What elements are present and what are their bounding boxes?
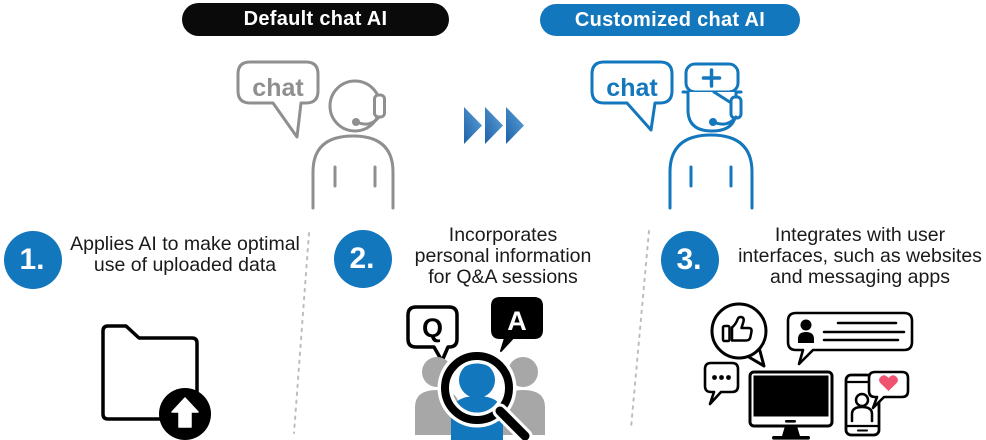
step-1-description: Applies AI to make optimal use of upload… [60,234,310,276]
gray-chat-bubble [236,60,320,139]
dot [719,375,724,380]
answer-bubble-text: A [507,306,527,336]
thumbs-up-icon [721,315,753,343]
step-3-line-1: Integrates with user [774,224,946,246]
arrow-icon [464,107,482,144]
step-3-number: 3. [676,243,702,276]
gray-headset-earpiece-icon [373,93,386,119]
phone-contact-body [850,405,874,423]
question-bubble-text: Q [422,313,443,343]
step-1-number: 1. [19,243,45,276]
gray-agent-arms [333,165,377,188]
gray-agent-body [311,134,395,210]
step-3-number-badge: 3. [661,231,719,289]
transition-arrows-icon [464,107,524,144]
blue-chat-bubble [590,60,674,132]
folder-upload-icon [101,324,211,440]
thumb-cuff [721,324,731,343]
step-2-line-3: for Q&A sessions [428,266,578,288]
blue-agent-arms [689,165,733,188]
divider-line-1 [293,232,310,434]
step-2-number-badge: 2. [334,230,392,288]
magnifier-ring-icon [441,352,513,424]
step-2-number: 2. [349,242,375,275]
step-3-line-2: interfaces, such as websites [738,245,982,267]
gray-chat-bubble-text: chat [252,74,304,102]
blue-person-head [459,362,495,398]
blue-person-silhouette [451,362,503,440]
step-1-number-badge: 1. [4,231,62,289]
typing-dots-bubble [703,361,740,406]
step-2-description: Incorporates personal information for Q&… [393,225,613,288]
monitor-stand [782,426,800,436]
step-3-description: Integrates with user interfaces, such as… [729,225,986,288]
step-1-line-1: Applies AI to make optimal [70,233,300,255]
folder-outline [101,324,199,421]
monitor-icon [748,370,834,440]
step-1-line-2: use of uploaded data [93,254,277,276]
default-agent-illustration [236,60,395,210]
thumb-bubble [710,302,768,360]
message-text-lines [822,321,906,342]
step-2-line-2: personal information [414,245,592,267]
arrow-icon [485,107,503,144]
avatar-head-icon [800,319,812,331]
monitor-screen [753,375,829,417]
step-2-line-1: Incorporates [448,224,558,246]
default-chat-ai-label: Default chat AI [243,8,388,30]
magnifier-handle-icon [495,406,530,440]
default-chat-ai-pill: Default chat AI [182,3,449,36]
question-bubble [406,305,459,363]
customized-agent-illustration [590,60,754,210]
gray-headset-mic-arm-icon [357,115,381,126]
avatar-body-icon [798,332,814,343]
message-bubble [786,311,914,366]
answer-bubble [491,297,543,352]
customized-chat-ai-label: Customized chat AI [574,8,766,31]
typing-dots-icon [712,375,731,380]
blue-agent-body [668,133,754,210]
heart-icon [879,375,898,391]
top-illustration: chat chat [236,60,754,210]
blue-chat-bubble-text: chat [606,74,658,102]
monitor-logo-dash [785,420,796,423]
step-3-line-3: and messaging apps [770,266,950,288]
arrow-icon [506,107,524,144]
customized-chat-ai-pill: Customized chat AI [540,4,800,36]
medical-plus-icon [701,68,722,88]
blue-headset-mic-arm-icon [714,115,738,126]
monitor-base [772,436,810,440]
gray-headset-mic-icon [352,118,360,126]
blue-headset-mic-icon [709,118,717,126]
divider-line-2 [630,230,650,429]
dot [726,375,731,380]
blue-headset-earpiece-icon [729,95,743,120]
qa-people-magnifier-icon: Q A [406,297,545,440]
upload-arrow-icon [171,397,199,428]
dot [712,375,717,380]
interfaces-icons [703,302,914,440]
thumb-hand [730,315,753,342]
